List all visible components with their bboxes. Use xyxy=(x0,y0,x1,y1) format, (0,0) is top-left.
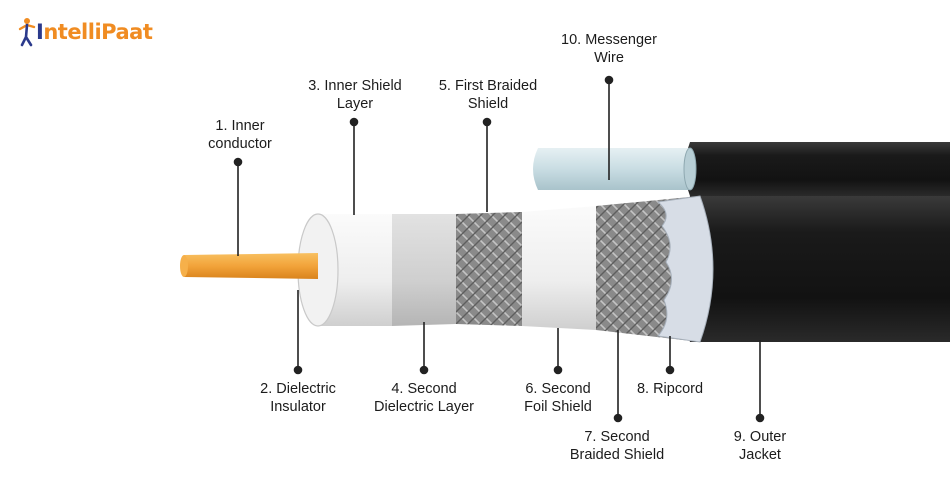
inner-shield-layer xyxy=(318,214,392,326)
leader-lines xyxy=(233,75,765,423)
brand-logo: IntelliPaat xyxy=(18,12,153,52)
first-braided-shield xyxy=(456,212,522,326)
messenger-jacket xyxy=(685,142,950,196)
second-foil-shield xyxy=(522,206,596,330)
ripcord xyxy=(656,195,714,343)
outer-jacket xyxy=(679,196,950,342)
messenger-wire xyxy=(533,148,695,190)
person-logo-icon xyxy=(18,18,36,47)
label-ripcord: 8. Ripcord xyxy=(636,381,704,397)
inner-conductor xyxy=(181,253,318,279)
second-dielectric-layer xyxy=(392,214,456,326)
brand-name: IntelliPaat xyxy=(36,20,153,44)
